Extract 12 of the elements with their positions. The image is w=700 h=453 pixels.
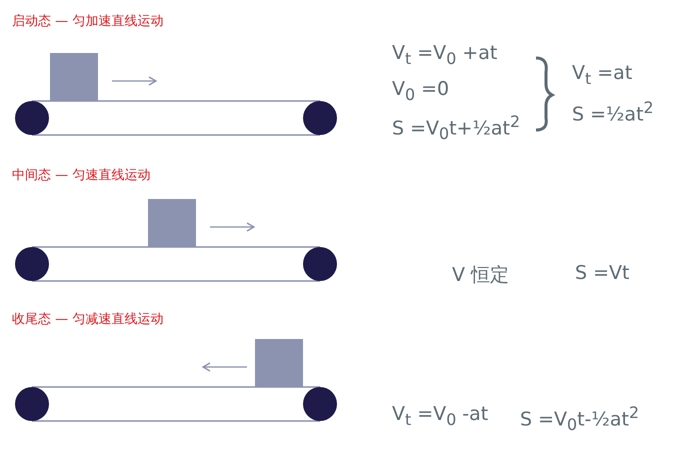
formula: V$_{t}$ =at [572,62,632,88]
formula: V$_{t}$ =V$_{0}$ +at [392,42,498,68]
phase-heading: 启动态 — 匀加速直线运动 [12,13,164,30]
formula: S =V$_{0}$t-½at$^{2}$ [520,403,640,434]
phase-heading: 收尾态 — 匀减速直线运动 [12,311,164,328]
formula: V$_{t}$ =V$_{0}$ -at [392,403,488,429]
formula: V$_{0}$ =0 [392,78,450,104]
formula: S =V$_{0}$t+½at$^{2}$ [392,112,520,144]
formula: V 恒定 [452,263,510,288]
phase-heading: 中间态 — 匀速直线运动 [12,167,150,184]
formula: S =Vt [575,262,630,284]
formula: S =½at$^{2}$ [572,98,654,126]
